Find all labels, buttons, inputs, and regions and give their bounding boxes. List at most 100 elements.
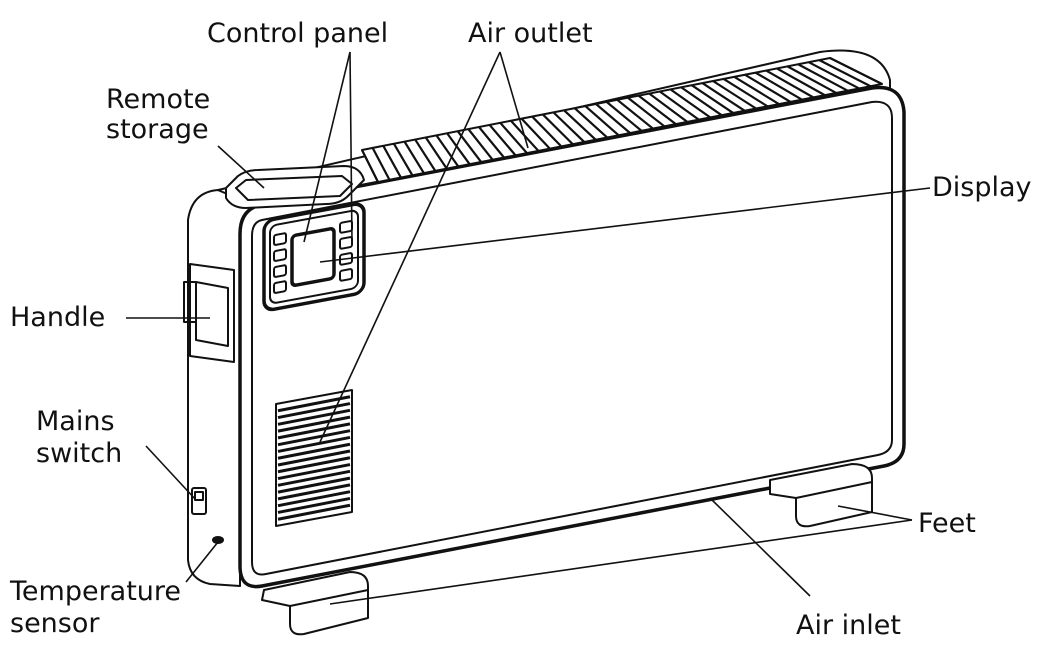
grille-slat <box>818 59 872 88</box>
label-handle: Handle <box>10 302 105 333</box>
grille-slat <box>659 90 700 121</box>
grille-slat <box>499 122 528 154</box>
grille-slat <box>680 86 723 117</box>
vent-slat <box>277 476 351 494</box>
leader-temperature-sensor <box>185 541 219 583</box>
display-screen <box>290 226 336 287</box>
grille-slat <box>446 132 471 165</box>
leader-remote-storage <box>217 145 265 189</box>
grille-slat <box>786 65 837 94</box>
air-outlet-grille <box>361 57 883 183</box>
label-feet: Feet <box>918 508 976 539</box>
vent-slat <box>277 422 351 440</box>
vent-slat <box>277 456 351 474</box>
label-air-inlet: Air inlet <box>796 610 901 641</box>
vent-slats <box>277 395 351 521</box>
vent-slat <box>277 442 351 460</box>
grille-slats <box>361 57 883 183</box>
grille-slat <box>616 98 654 130</box>
grille-slat <box>361 149 379 183</box>
grille-slat <box>691 84 734 114</box>
handle <box>183 263 235 363</box>
grille-slat <box>637 94 677 125</box>
vent-slat <box>277 402 351 420</box>
leader-air-outlet-a <box>499 51 529 149</box>
grille-slat <box>424 136 448 170</box>
grille-slat <box>595 103 631 134</box>
grille-slat <box>605 101 643 132</box>
grille-slat <box>552 111 585 143</box>
grille-slat <box>414 138 437 172</box>
temperature-sensor <box>212 536 224 544</box>
grille-slat <box>701 82 746 112</box>
leader-feet-a <box>837 505 913 521</box>
grille-slat <box>829 57 883 85</box>
labels: Control panel Air outlet Remote storage … <box>9 18 1032 641</box>
label-display: Display <box>932 172 1032 203</box>
grille-slat <box>435 134 460 168</box>
leader-feet-b <box>329 519 913 605</box>
front-vent <box>275 389 353 527</box>
label-remote-storage-1: Remote <box>106 84 210 115</box>
grille-slat <box>392 143 414 176</box>
grille-slat <box>712 80 757 110</box>
vent-slat <box>277 415 351 433</box>
grille-slat <box>733 75 780 105</box>
vent-slat <box>277 483 351 501</box>
vent-slat <box>277 496 351 514</box>
control-buttons-left <box>273 232 287 294</box>
leader-air-outlet-b <box>319 51 501 443</box>
leader-display <box>319 187 931 263</box>
front-panel-inner <box>251 100 893 576</box>
leader-lines <box>126 51 931 605</box>
vent-slat <box>277 503 351 521</box>
vent-slat <box>277 469 351 487</box>
grille-slat <box>584 105 620 137</box>
foot-left <box>261 571 369 636</box>
front-panel-outer <box>238 85 906 589</box>
control-panel <box>262 202 366 312</box>
vent-slat <box>277 435 351 453</box>
grille-slat <box>627 96 666 128</box>
label-remote-storage-2: storage <box>106 114 209 145</box>
label-mains-switch-2: switch <box>36 438 122 469</box>
grille-slat <box>531 115 563 148</box>
grille-slat <box>723 77 769 108</box>
label-air-outlet: Air outlet <box>468 18 593 49</box>
leader-control-panel-a <box>303 51 351 243</box>
leader-control-panel-b <box>349 51 353 243</box>
label-temperature-sensor-2: sensor <box>10 608 100 639</box>
label-control-panel: Control panel <box>207 18 388 49</box>
grille-slat <box>478 126 505 159</box>
leader-mains-switch <box>145 445 197 501</box>
vent-slat <box>277 429 351 447</box>
grille-slat <box>573 107 608 139</box>
grille-slat <box>765 69 814 99</box>
vent-slat <box>277 449 351 467</box>
grille-slat <box>648 92 688 123</box>
grille-slat <box>754 71 803 101</box>
grille-slat <box>808 61 860 90</box>
label-temperature-sensor-1: Temperature <box>9 576 181 607</box>
remote-storage-tray <box>225 165 365 209</box>
grille-slat <box>467 128 494 161</box>
grille-slat <box>776 67 826 97</box>
grille-slat <box>520 117 551 150</box>
grille-slat <box>563 109 597 141</box>
vent-slat <box>277 408 351 426</box>
vent-slat <box>277 395 351 413</box>
grille-slat <box>744 73 791 103</box>
mains-switch <box>191 487 207 515</box>
grille-slat <box>382 145 402 179</box>
grille-slat <box>403 141 425 174</box>
vent-slat <box>277 463 351 481</box>
grille-slat <box>542 113 574 145</box>
vent-slat <box>277 490 351 508</box>
grille-slat <box>488 124 517 156</box>
label-mains-switch-1: Mains <box>36 406 115 437</box>
foot-right <box>769 463 873 528</box>
grille-slat <box>797 63 849 92</box>
leader-air-inlet <box>709 497 811 597</box>
grille-slat <box>371 147 391 181</box>
